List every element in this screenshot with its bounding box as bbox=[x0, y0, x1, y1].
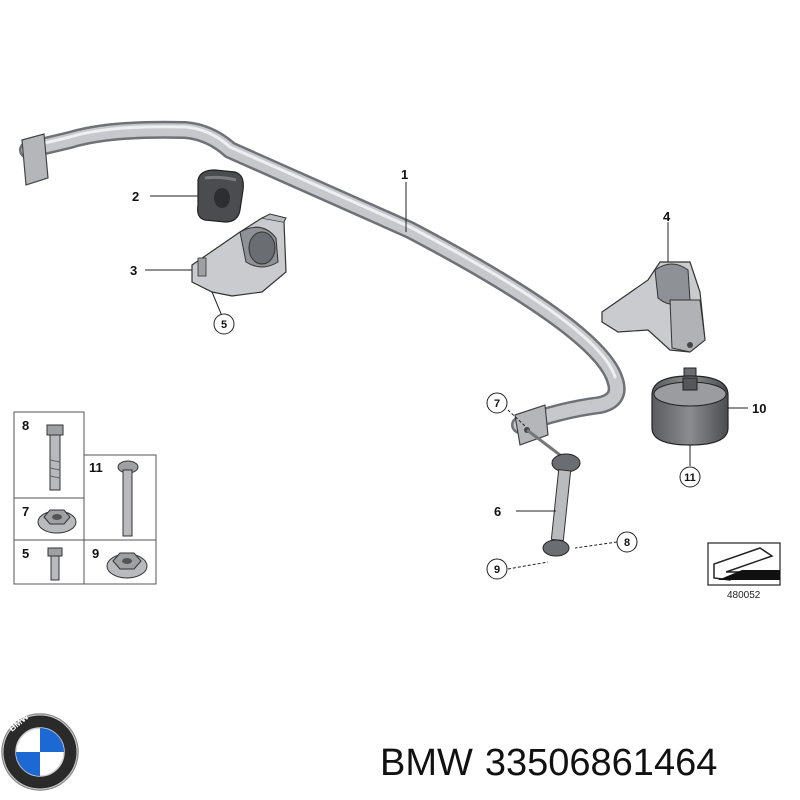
rubber-mount bbox=[651, 367, 729, 446]
callout-4: 4 bbox=[663, 209, 671, 224]
part-number: 33506861464 bbox=[484, 742, 718, 784]
leader-lines bbox=[145, 182, 748, 570]
callout-1: 1 bbox=[401, 167, 408, 182]
callout-circle-8: 8 bbox=[616, 531, 638, 553]
callout-3: 3 bbox=[130, 263, 137, 278]
callout-10: 10 bbox=[752, 401, 766, 416]
hardware-kit-table: 8 7 5 11 9 bbox=[13, 411, 157, 585]
callout-6: 6 bbox=[494, 504, 501, 519]
kit-label-7: 7 bbox=[22, 504, 29, 519]
rubber-bushing bbox=[197, 169, 244, 223]
callout-2: 2 bbox=[132, 189, 139, 204]
bolt-5-icon bbox=[47, 547, 63, 581]
callout-circle-9: 9 bbox=[486, 558, 508, 580]
kit-label-5: 5 bbox=[22, 546, 29, 561]
svg-text:8: 8 bbox=[624, 537, 630, 549]
bolt-8-icon bbox=[46, 424, 64, 491]
kit-label-11: 11 bbox=[89, 460, 103, 475]
svg-text:5: 5 bbox=[221, 319, 227, 331]
bmw-logo: BMW bbox=[1, 711, 79, 791]
reference-symbol bbox=[707, 542, 781, 586]
coupling-rod bbox=[526, 428, 581, 557]
frame-bracket bbox=[601, 261, 706, 353]
svg-text:11: 11 bbox=[684, 472, 696, 484]
nut-7-icon bbox=[37, 509, 77, 534]
callout-circle-7: 7 bbox=[486, 392, 508, 414]
kit-label-9: 9 bbox=[92, 546, 99, 561]
diagram-reference-number: 480052 bbox=[727, 590, 761, 601]
stabilizer-bar bbox=[19, 120, 626, 446]
bolt-11-icon bbox=[117, 460, 139, 537]
callout-circle-11: 11 bbox=[679, 466, 701, 488]
kit-label-8: 8 bbox=[22, 418, 29, 433]
svg-text:7: 7 bbox=[494, 398, 500, 410]
brand-part-number: BMW 33506861464 bbox=[380, 742, 729, 785]
nut-9-icon bbox=[106, 552, 148, 579]
brand-name: BMW bbox=[380, 742, 473, 784]
bar-bracket bbox=[191, 213, 287, 297]
svg-text:9: 9 bbox=[494, 564, 500, 576]
callout-circle-5: 5 bbox=[213, 313, 235, 335]
